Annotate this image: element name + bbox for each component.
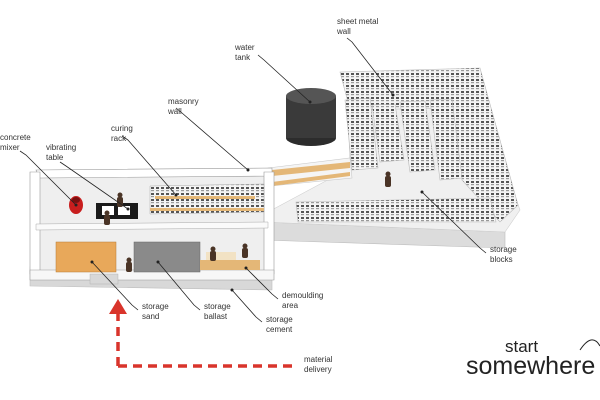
label-storage-cement: storage cement [266, 315, 295, 334]
logo-line-somewhere: somewhere [466, 352, 595, 380]
label-storage-sand: storage sand [142, 302, 171, 321]
label-vibrating-table: vibrating table [46, 143, 78, 162]
water-tank [286, 88, 336, 146]
label-water-tank: water tank [234, 43, 257, 62]
label-concrete-mixer: concrete mixer [0, 133, 33, 152]
storage-ballast-area [134, 242, 200, 272]
label-curing-rack: curing rack [111, 124, 135, 143]
label-storage-blocks: storage blocks [490, 245, 519, 264]
label-material-delivery: material delivery [304, 355, 335, 374]
label-masonry-wall: masonry wall [167, 97, 201, 116]
label-sheet-metal-wall: sheet metal wall [336, 17, 381, 36]
worker-figure [385, 172, 391, 188]
label-storage-ballast: storage ballast [204, 302, 233, 321]
storage-sand-area [56, 242, 116, 272]
label-demoulding-area: demoulding area [282, 291, 326, 310]
production-building [30, 168, 274, 290]
curing-rack [150, 184, 264, 214]
vibrating-table [96, 203, 138, 219]
logo-swoosh-icon [580, 340, 600, 350]
start-somewhere-logo: start somewhere [466, 337, 600, 380]
